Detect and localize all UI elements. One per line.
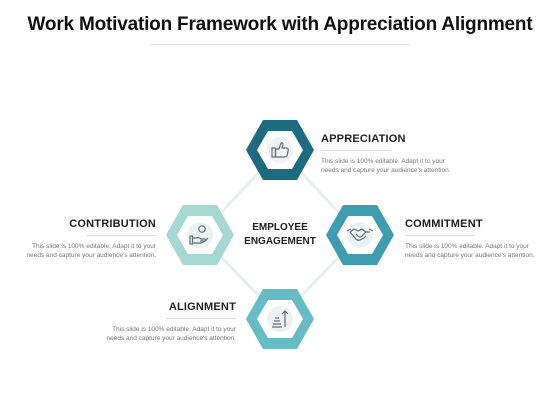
contribution-desc-line1: This slide is 100% editable. Adapt it to… [32,243,156,250]
growth-chart-icon [272,310,289,328]
appreciation-heading: APPRECIATION [321,133,406,145]
alignment-heading: ALIGNMENT [168,301,236,313]
alignment-block: ALIGNMENT This slide is 100% editable. A… [84,301,236,343]
commitment-divider [405,235,475,236]
title-divider [150,44,410,45]
contribution-description: This slide is 100% editable. Adapt it to… [4,242,156,260]
commitment-desc-line2: needs and capture your audience's attent… [405,252,535,259]
appreciation-desc-line2: needs and capture your audience's attent… [321,167,451,174]
commitment-hexagon [326,205,394,265]
page-title: Work Motivation Framework with Appreciat… [27,14,533,35]
contribution-divider [86,235,156,236]
contribution-hexagon [166,205,234,265]
commitment-heading: COMMITMENT [405,218,483,230]
handshake-icon [346,228,374,241]
appreciation-description: This slide is 100% editable. Adapt it to… [321,157,481,175]
alignment-divider [166,318,236,319]
appreciation-block: APPRECIATION This slide is 100% editable… [321,133,481,175]
center-label-line1: EMPLOYEE [252,222,308,233]
contribution-block: CONTRIBUTION This slide is 100% editable… [4,218,156,260]
commitment-desc-line1: This slide is 100% editable. Adapt it to… [405,243,529,250]
hand-coin-icon [189,225,209,245]
alignment-desc-line2: needs and capture your audience's attent… [106,335,236,342]
appreciation-desc-line1: This slide is 100% editable. Adapt it to… [321,158,445,165]
contribution-heading: CONTRIBUTION [69,218,156,230]
commitment-description: This slide is 100% editable. Adapt it to… [405,242,557,260]
center-label-line2: ENGAGEMENT [244,236,316,247]
commitment-block: COMMITMENT This slide is 100% editable. … [405,218,557,260]
appreciation-hexagon [246,120,314,180]
alignment-desc-line1: This slide is 100% editable. Adapt it to… [112,326,236,333]
contribution-desc-line2: needs and capture your audience's attent… [26,252,156,259]
appreciation-divider [321,150,391,151]
center-label: EMPLOYEE ENGAGEMENT [238,221,322,249]
thumbs-up-icon [271,142,289,158]
alignment-hexagon [246,289,314,349]
alignment-description: This slide is 100% editable. Adapt it to… [84,325,236,343]
